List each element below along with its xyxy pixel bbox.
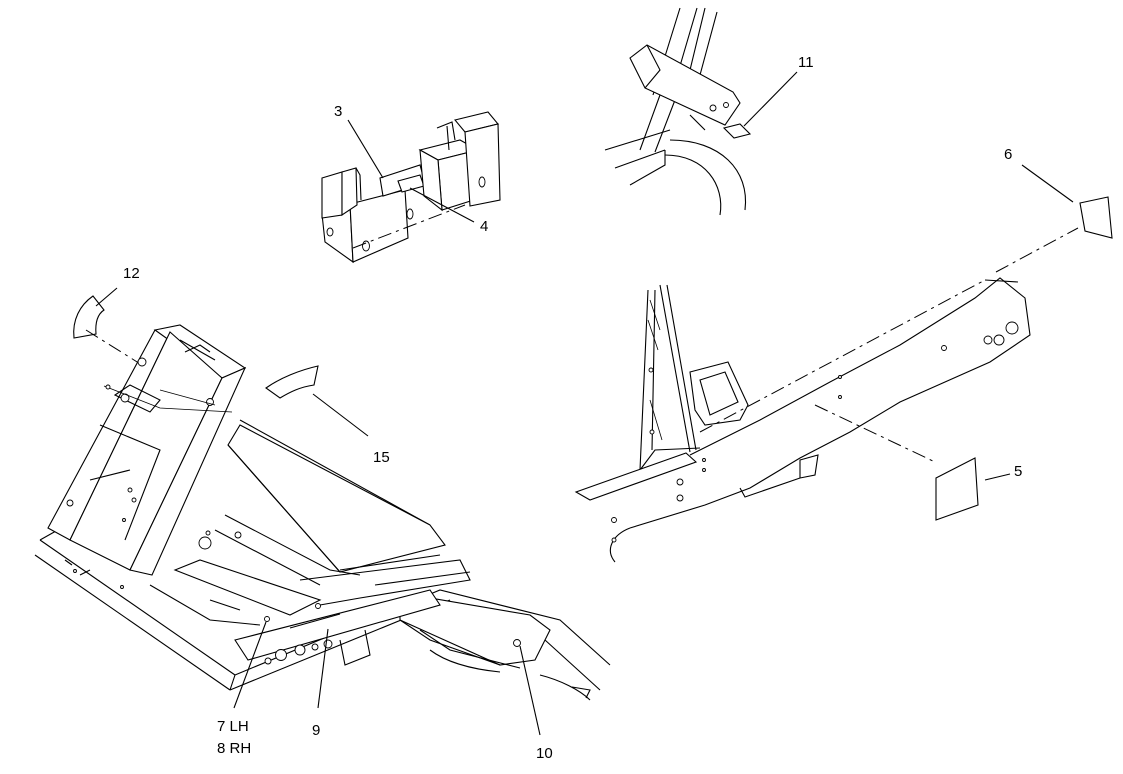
bracket-assembly [321, 111, 501, 264]
callout-10: 10 [536, 745, 553, 762]
frame-rail-right [574, 196, 1113, 563]
callout-6: 6 [1004, 146, 1012, 163]
callout-12: 12 [123, 265, 140, 282]
callout-11: 11 [798, 54, 814, 71]
leader-lines [95, 71, 1074, 736]
callout-7-lh: 7 LH [217, 718, 249, 735]
callout-labels: 3 4 11 6 12 15 5 7 LH 8 RH 9 10 [123, 54, 1022, 762]
cab-pillar-section [604, 7, 752, 216]
callout-15: 15 [373, 449, 390, 466]
decal-pieces [73, 295, 319, 399]
callout-4: 4 [480, 218, 488, 235]
cab-frame-left [34, 324, 611, 701]
callout-9: 9 [312, 722, 320, 739]
callout-5: 5 [1014, 463, 1022, 480]
callout-3: 3 [334, 103, 342, 120]
callout-8-rh: 8 RH [217, 740, 251, 757]
